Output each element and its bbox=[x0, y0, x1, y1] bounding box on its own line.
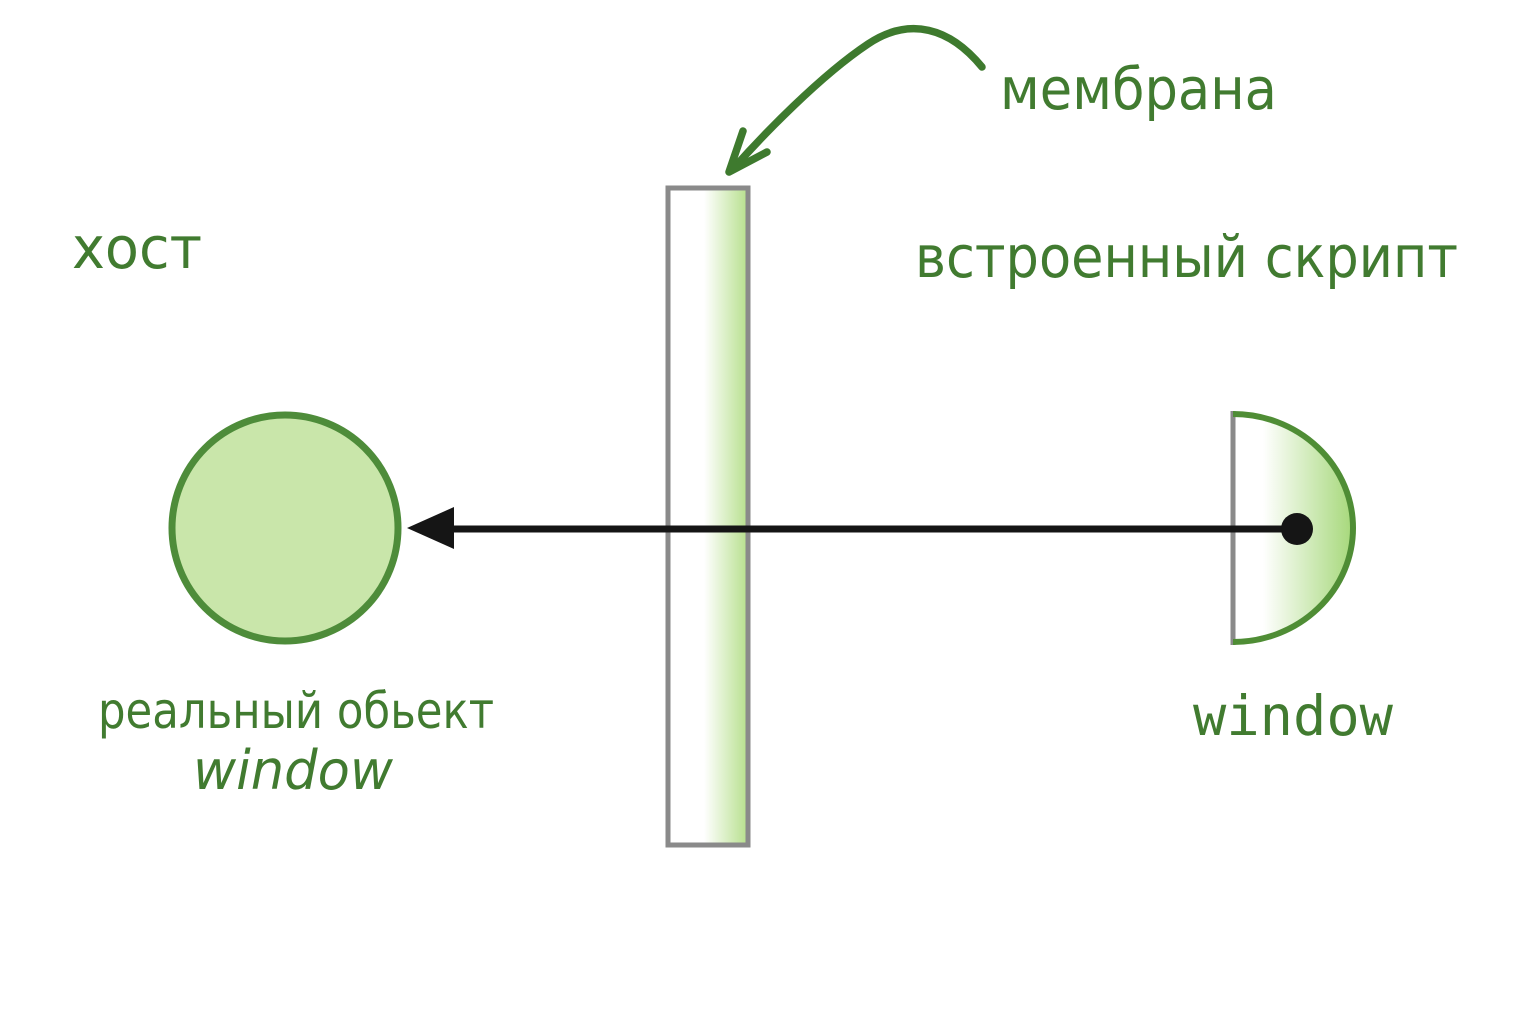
reference-arrowhead-icon bbox=[407, 507, 454, 549]
membrane-pointer-curve bbox=[728, 25, 986, 174]
embedded-script-label: встроенный скрипт bbox=[915, 223, 1458, 291]
membrane-bar bbox=[665, 185, 751, 848]
proxy-semicircle-arc bbox=[1232, 411, 1356, 645]
membrane-pointer-arrowhead-icon bbox=[725, 127, 771, 176]
host-label: хост bbox=[72, 214, 202, 282]
connection-dot bbox=[1281, 513, 1313, 545]
membrane-label: мембрана bbox=[1000, 55, 1277, 123]
proxy-window-label: window bbox=[1193, 684, 1394, 748]
real-object-label: реальный обьект bbox=[98, 682, 494, 740]
real-object-circle bbox=[168, 411, 402, 645]
real-object-name-label: window bbox=[193, 739, 394, 802]
